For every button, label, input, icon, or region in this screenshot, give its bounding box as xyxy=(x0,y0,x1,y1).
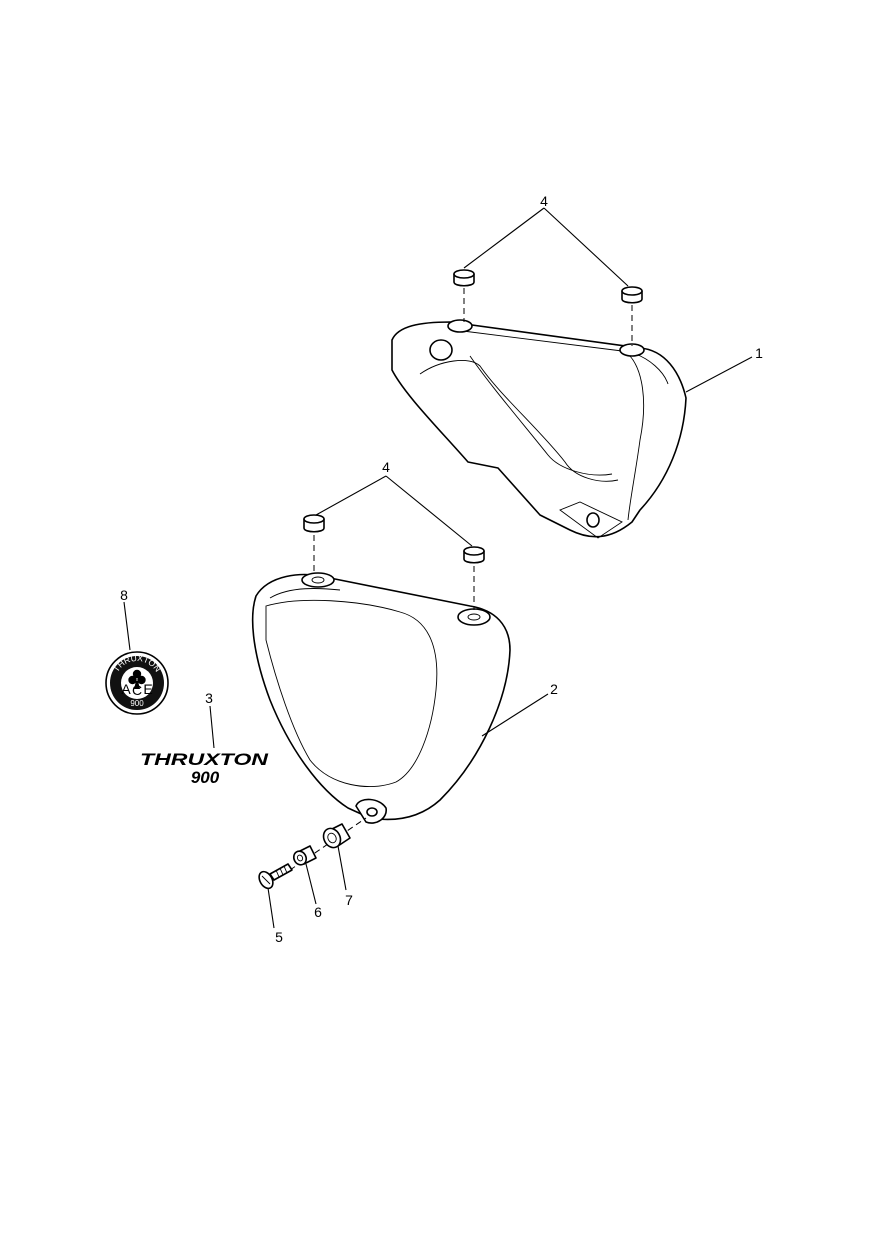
club-icon xyxy=(128,669,146,689)
badge-letter-mid: C xyxy=(132,682,142,698)
callout-1: 1 xyxy=(755,345,763,361)
grommet-lower-left xyxy=(303,514,325,533)
grommet-upper-right xyxy=(621,286,643,304)
callout-4-lower: 4 xyxy=(382,459,390,475)
callout-4-upper: 4 xyxy=(540,193,548,209)
fixing-screw xyxy=(258,863,293,890)
callout-5: 5 xyxy=(275,929,283,945)
callout-3: 3 xyxy=(205,690,213,706)
badge-bottom-text: 900 xyxy=(130,699,144,708)
badge-letter-right: E xyxy=(143,681,152,697)
badge-letter-left: A xyxy=(121,681,131,697)
thruxton-decal: THRUXTON 900 xyxy=(140,750,269,787)
thruxton-badge: THRUXTON A C E 900 xyxy=(105,651,169,715)
grommet-upper-left xyxy=(453,269,475,287)
spacer-sleeve xyxy=(292,845,317,866)
side-panel-right xyxy=(391,319,687,539)
rubber-grommet xyxy=(322,823,351,849)
leader-lines xyxy=(123,207,753,929)
callout-7: 7 xyxy=(345,892,353,908)
decal-line-1: THRUXTON xyxy=(140,750,269,769)
side-panel-left xyxy=(251,572,511,824)
grommet-lower-right xyxy=(463,546,485,564)
callout-2: 2 xyxy=(550,681,558,697)
decal-line-2: 900 xyxy=(191,768,220,787)
callout-6: 6 xyxy=(314,904,322,920)
callout-8: 8 xyxy=(120,587,128,603)
